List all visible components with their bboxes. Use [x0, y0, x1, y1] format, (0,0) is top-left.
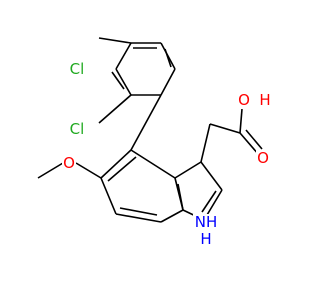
carbonyl-oxygen-label: O: [256, 149, 270, 167]
atom-text: Cl: [70, 120, 85, 138]
indole-nh-label: NH H: [193, 213, 219, 248]
atom-text: Cl: [70, 60, 85, 78]
atom-text: O: [257, 149, 269, 167]
bond: [107, 156, 137, 182]
bond: [177, 183, 184, 211]
bond: [100, 177, 117, 215]
bond: [160, 68, 176, 96]
bond: [111, 71, 125, 90]
bond: [98, 37, 132, 44]
bond: [164, 48, 172, 68]
bond: [130, 149, 176, 179]
bond: [245, 129, 263, 150]
atom-text: NH: [195, 213, 218, 231]
bond: [75, 162, 102, 179]
molecule-structure: Cl Cl O O H O NH H: [37, 37, 271, 248]
hydrogen-text: H: [259, 91, 270, 109]
hydrogen-text: H: [200, 230, 211, 248]
bond: [115, 68, 132, 96]
bond: [209, 123, 241, 134]
chlorine-label: Cl: [66, 60, 88, 78]
atom-text: O: [238, 91, 250, 109]
bond: [98, 94, 132, 124]
bond: [239, 132, 260, 156]
bond: [200, 161, 223, 191]
bond: [130, 94, 162, 151]
bond: [37, 162, 64, 179]
atom-text: O: [63, 154, 75, 172]
bond: [239, 108, 243, 134]
bond: [201, 190, 217, 213]
bond: [200, 123, 211, 163]
atom-label-layer: Cl Cl O O H O NH H: [62, 60, 271, 248]
bond: [115, 42, 132, 70]
bond-layer: [37, 37, 263, 223]
bond: [115, 213, 162, 223]
hydroxyl-label: O H: [237, 91, 271, 109]
methoxy-oxygen-label: O: [62, 154, 76, 172]
chlorine-label: Cl: [66, 120, 88, 138]
bond: [174, 161, 202, 179]
bond: [100, 149, 132, 179]
bond: [160, 209, 184, 223]
bond: [119, 207, 158, 216]
